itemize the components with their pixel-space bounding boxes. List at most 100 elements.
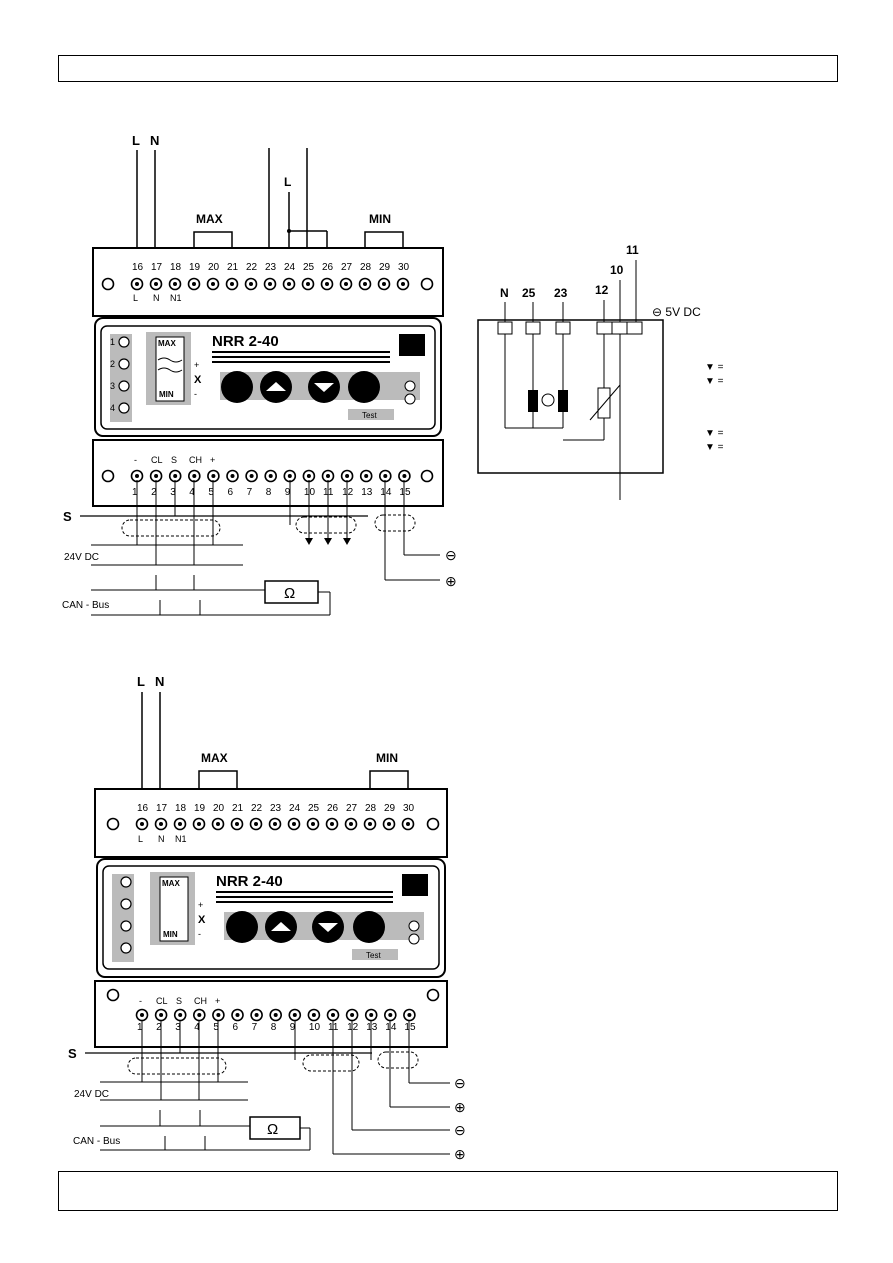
terminal-number: 8 bbox=[271, 1022, 277, 1033]
test-label: Test bbox=[362, 411, 377, 420]
svg-text:S: S bbox=[176, 996, 182, 1006]
minus-terminal-symbol: ⊖ bbox=[445, 547, 457, 563]
terminal-number: 16 bbox=[137, 803, 149, 814]
bottom-terminal-strip: 123456789101112131415 bbox=[101, 469, 434, 498]
terminal-number: 22 bbox=[246, 262, 258, 273]
terminal-number: 20 bbox=[213, 803, 225, 814]
terminal-number: 21 bbox=[227, 262, 239, 273]
svg-text:S: S bbox=[171, 455, 177, 465]
terminal-number: 25 bbox=[303, 262, 315, 273]
term-label-l: L bbox=[133, 293, 138, 303]
line-label-l-2: L bbox=[137, 674, 145, 689]
bus-label: CAN - Bus bbox=[62, 600, 109, 611]
svg-text:P: P bbox=[235, 918, 247, 938]
terminal-number: 6 bbox=[228, 487, 234, 498]
terminal-number: 16 bbox=[132, 262, 144, 273]
svg-text:N: N bbox=[158, 834, 165, 844]
svg-text:▼ =: ▼ = bbox=[705, 428, 724, 439]
terminal-number: 1 bbox=[137, 1022, 143, 1033]
model-name: NRR 2-40 bbox=[212, 333, 279, 350]
terminal-number: 27 bbox=[341, 262, 353, 273]
terminal-number: 14 bbox=[380, 487, 392, 498]
terminal-number: 26 bbox=[327, 803, 339, 814]
svg-text:▼ =: ▼ = bbox=[705, 376, 724, 387]
svg-text:11: 11 bbox=[626, 243, 639, 257]
svg-text:⊖: ⊖ bbox=[454, 1075, 466, 1091]
terminal-number: 23 bbox=[265, 262, 277, 273]
terminal-number: 27 bbox=[346, 803, 358, 814]
ohm-resistor: Ω bbox=[284, 585, 295, 602]
terminal-number: 29 bbox=[379, 262, 391, 273]
svg-text:L: L bbox=[138, 834, 143, 844]
test-label-2: Test bbox=[366, 951, 381, 960]
terminal-number: 13 bbox=[366, 1022, 378, 1033]
line-label-n: N bbox=[150, 133, 159, 148]
svg-text:MIN: MIN bbox=[163, 930, 178, 939]
p-button[interactable] bbox=[221, 371, 253, 403]
svg-text:23: 23 bbox=[554, 286, 568, 300]
terminal-number: 3 bbox=[175, 1022, 181, 1033]
terminal-number: 28 bbox=[365, 803, 377, 814]
terminal-number: 12 bbox=[347, 1022, 359, 1033]
svg-text:N: N bbox=[500, 286, 509, 300]
terminal-number: 29 bbox=[384, 803, 396, 814]
svg-text:CL: CL bbox=[151, 455, 163, 465]
svg-text:X: X bbox=[194, 374, 202, 386]
svg-text:+: + bbox=[194, 360, 199, 370]
supply-label: 24V DC bbox=[64, 552, 99, 563]
terminal-number: 18 bbox=[175, 803, 187, 814]
svg-text:CH: CH bbox=[194, 996, 207, 1006]
term-label-n: N bbox=[153, 293, 160, 303]
svg-text:+: + bbox=[198, 900, 203, 910]
terminal-number: 28 bbox=[360, 262, 372, 273]
terminal-number: 24 bbox=[284, 262, 296, 273]
svg-text:▼ =: ▼ = bbox=[705, 442, 724, 453]
terminal-number: 14 bbox=[385, 1022, 397, 1033]
terminal-number: 15 bbox=[404, 1022, 416, 1033]
terminal-number: 17 bbox=[151, 262, 163, 273]
inner-l-label: L bbox=[284, 175, 291, 189]
svg-text:2: 2 bbox=[110, 359, 115, 369]
svg-text:MIN: MIN bbox=[159, 390, 174, 399]
terminal-number: 30 bbox=[403, 803, 415, 814]
terminal-number: 19 bbox=[194, 803, 206, 814]
supply-label-2: 24V DC bbox=[74, 1089, 109, 1100]
plus-terminal-symbol: ⊕ bbox=[445, 573, 457, 589]
terminal-number: 7 bbox=[252, 1022, 258, 1033]
terminal-number: 5 bbox=[208, 487, 214, 498]
line-label-l: L bbox=[132, 133, 140, 148]
terminal-number: 22 bbox=[251, 803, 263, 814]
terminal-number: 4 bbox=[189, 487, 195, 498]
svg-text:-: - bbox=[139, 996, 142, 1006]
svg-text:4: 4 bbox=[110, 403, 115, 413]
terminal-number: 19 bbox=[189, 262, 201, 273]
terminal-number: 6 bbox=[233, 1022, 239, 1033]
terminal-number: 12 bbox=[342, 487, 354, 498]
svg-text:CL: CL bbox=[156, 996, 168, 1006]
svg-text:3: 3 bbox=[110, 381, 115, 391]
terminal-number: 7 bbox=[247, 487, 253, 498]
svg-text:E: E bbox=[357, 378, 369, 398]
terminal-number: 20 bbox=[208, 262, 220, 273]
svg-text:N1: N1 bbox=[175, 834, 187, 844]
model-name-2: NRR 2-40 bbox=[216, 873, 283, 890]
terminal-number: 17 bbox=[156, 803, 168, 814]
svg-text:+: + bbox=[210, 455, 215, 465]
e-button[interactable] bbox=[348, 371, 380, 403]
terminal-number: 23 bbox=[270, 803, 282, 814]
svg-text:+: + bbox=[215, 996, 220, 1006]
svg-text:-: - bbox=[134, 455, 137, 465]
terminal-number: 5 bbox=[213, 1022, 219, 1033]
svg-text:⊕: ⊕ bbox=[454, 1099, 466, 1115]
header-bar bbox=[58, 55, 838, 82]
terminal-number: 4 bbox=[194, 1022, 200, 1033]
max-label: MAX bbox=[196, 212, 223, 226]
terminal-number: 3 bbox=[170, 487, 176, 498]
svg-text:▼ =: ▼ = bbox=[705, 362, 724, 373]
s-label: S bbox=[63, 509, 72, 524]
svg-text:E: E bbox=[362, 918, 374, 938]
svg-text:12: 12 bbox=[595, 283, 609, 297]
